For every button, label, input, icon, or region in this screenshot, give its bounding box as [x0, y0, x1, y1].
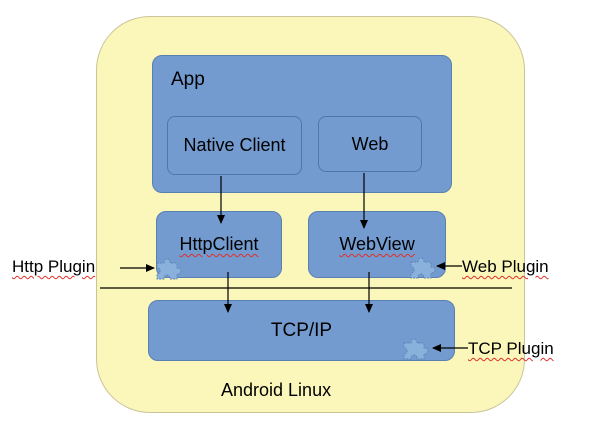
web-label: Web	[351, 133, 389, 154]
web-plugin-label: Web Plugin	[462, 257, 549, 276]
native-client-box: Native Client	[167, 116, 302, 175]
tcp-plugin-label: TCP Plugin	[468, 339, 554, 358]
tcp-ip-box: TCP/IP	[148, 300, 455, 361]
puzzle-piece-icon	[410, 257, 436, 279]
app-title: App	[171, 69, 205, 90]
puzzle-piece-icon	[403, 338, 429, 360]
http-plugin-label: Http Plugin	[12, 257, 96, 276]
tcp-ip-label: TCP/IP	[270, 319, 333, 341]
web-view-label: WebView	[339, 234, 415, 254]
http-client-label: HttpClient	[179, 234, 259, 254]
web-box: Web	[318, 116, 422, 172]
android-linux-label: Android Linux	[221, 380, 332, 400]
native-client-label: Native Client	[183, 135, 286, 155]
puzzle-piece-icon	[156, 258, 182, 280]
